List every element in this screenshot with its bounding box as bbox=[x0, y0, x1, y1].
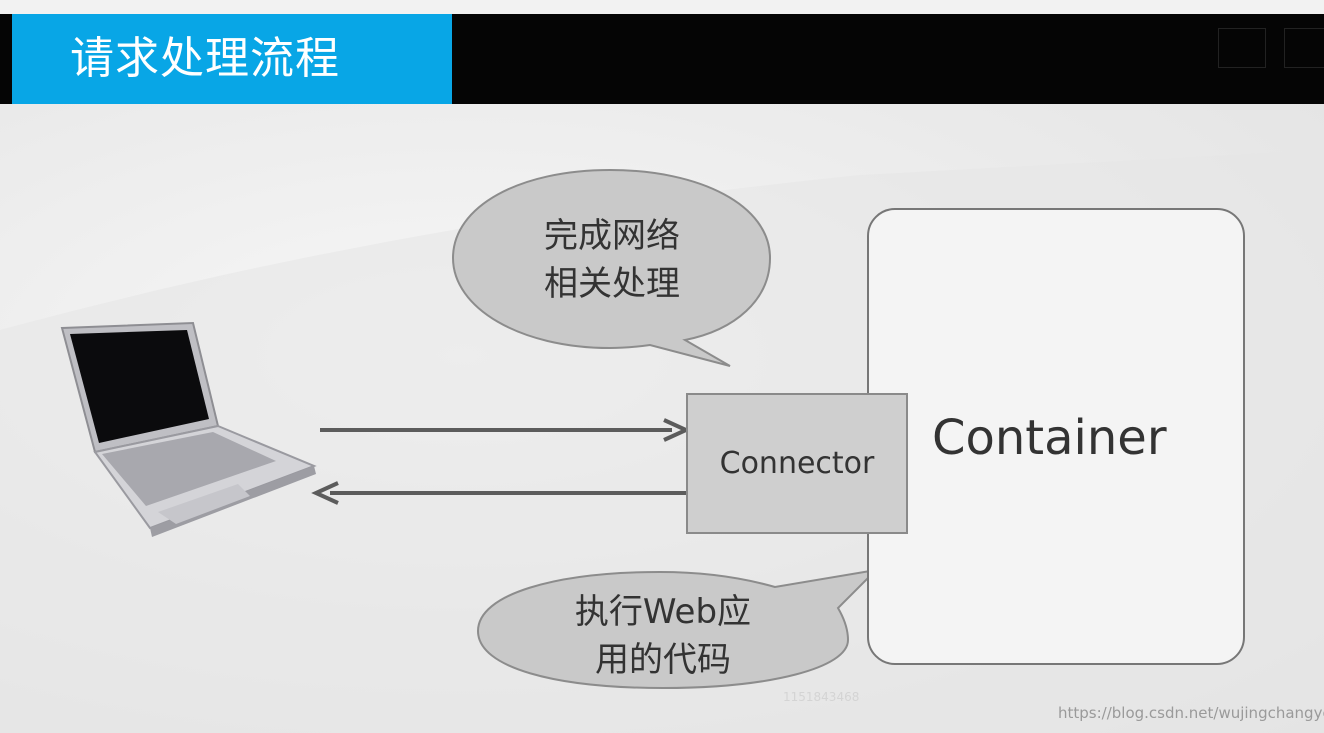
bubble-network-text: 完成网络 相关处理 bbox=[544, 216, 680, 304]
speech-bubble-network bbox=[451, 168, 772, 367]
connector-box: Connector bbox=[686, 393, 908, 534]
faint-mark: 1151843468 bbox=[783, 690, 860, 704]
top-strip bbox=[0, 0, 1324, 14]
bubble-code-text: 执行Web应 用的代码 bbox=[574, 592, 752, 680]
response-arrow bbox=[311, 481, 686, 505]
speech-bubble-code bbox=[476, 568, 879, 690]
connector-label: Connector bbox=[719, 446, 875, 481]
window-icon-left bbox=[1218, 28, 1266, 68]
container-box bbox=[867, 208, 1245, 665]
slide-title: 请求处理流程 bbox=[12, 14, 452, 104]
watermark-url: https://blog.csdn.net/wujingchangye bbox=[1058, 704, 1324, 722]
container-label: Container bbox=[932, 410, 1167, 466]
window-icon-right bbox=[1284, 28, 1324, 68]
laptop-icon bbox=[60, 321, 317, 537]
